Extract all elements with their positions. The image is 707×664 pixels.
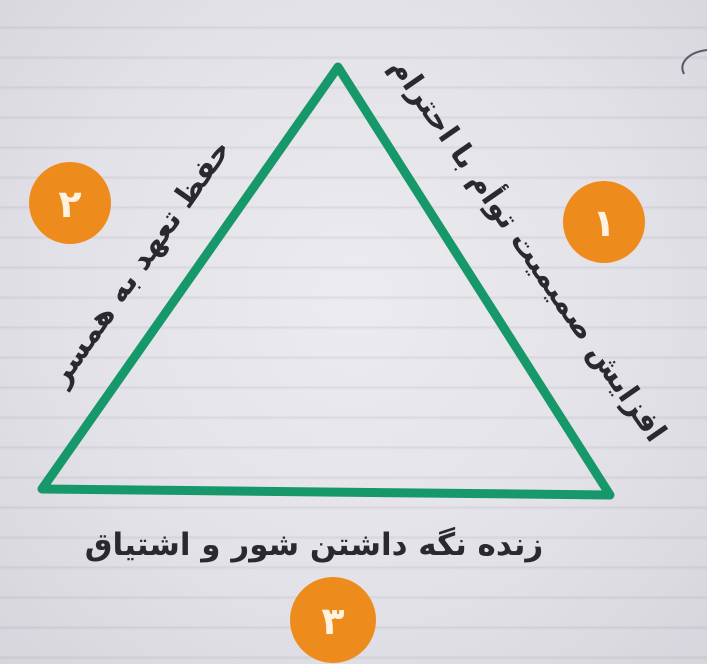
badge-1: ۱	[563, 181, 645, 263]
badge-3-number: ۳	[321, 599, 344, 643]
badge-2-circle	[29, 162, 111, 244]
side-label-bottom: زنده نگه داشتن شور و اشتیاق	[85, 526, 544, 563]
triangle-outline	[37, 62, 615, 500]
badge-2: ۲	[29, 162, 111, 244]
badge-1-circle	[563, 181, 645, 263]
badge-3-circle	[290, 577, 376, 663]
badge-3: ۳	[290, 577, 376, 663]
badge-1-number: ۱	[592, 201, 615, 245]
badge-2-number: ۲	[58, 182, 81, 226]
pen-mark	[681, 49, 707, 75]
